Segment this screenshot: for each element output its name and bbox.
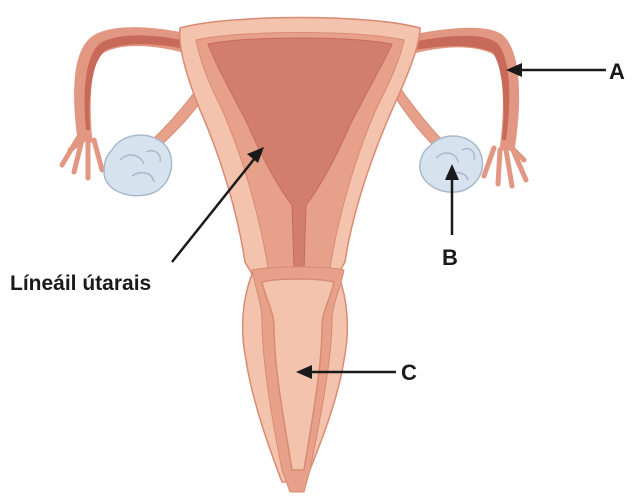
arrow-c (296, 365, 396, 379)
left-ovary-shape (104, 135, 172, 196)
label-a: A (609, 59, 625, 84)
left-fimbriae (62, 138, 102, 178)
label-uterine-lining: Líneáil útarais (10, 272, 151, 295)
label-c: C (401, 360, 417, 385)
right-fimbriae (484, 144, 526, 186)
left-ovary (104, 135, 172, 196)
label-b: B (442, 245, 458, 270)
arrow-a (506, 63, 606, 77)
